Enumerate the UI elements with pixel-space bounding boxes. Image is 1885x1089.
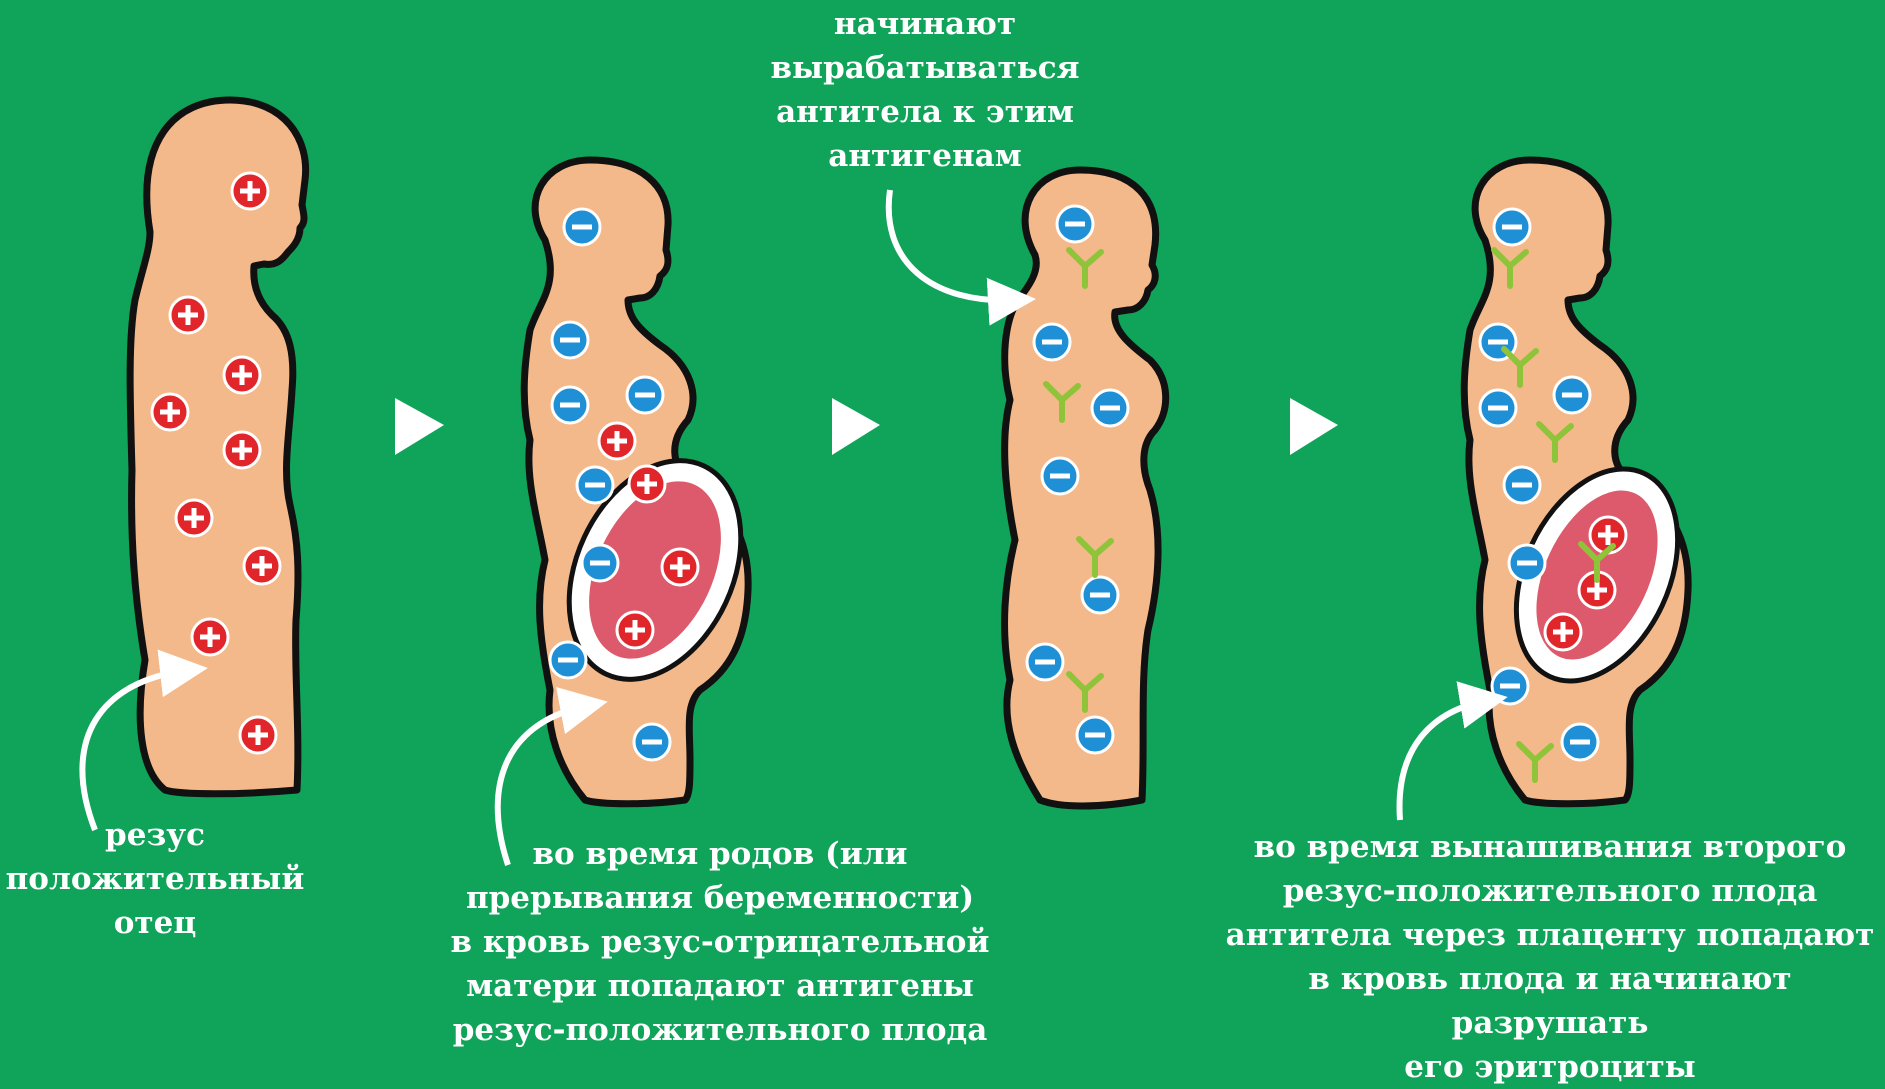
minus-antigen-icon — [1057, 206, 1093, 242]
father-figure — [130, 100, 306, 794]
step-arrow-2 — [832, 398, 880, 455]
mother-second-pregnancy-figure — [1464, 160, 1709, 804]
minus-antigen-icon — [627, 377, 663, 413]
minus-antigen-icon — [1082, 577, 1118, 613]
plus-antigen-icon — [662, 549, 698, 585]
mother-antibodies-figure — [1005, 170, 1166, 806]
plus-antigen-icon — [192, 619, 228, 655]
minus-antigen-icon — [1509, 545, 1545, 581]
minus-antigen-icon — [1092, 390, 1128, 426]
minus-antigen-icon — [552, 322, 588, 358]
minus-antigen-icon — [1492, 668, 1528, 704]
minus-antigen-icon — [577, 467, 613, 503]
minus-antigen-icon — [550, 642, 586, 678]
pointer-arrow-second — [1400, 700, 1490, 820]
plus-antigen-icon — [176, 500, 212, 536]
minus-antigen-icon — [1494, 209, 1530, 245]
plus-antigen-icon — [224, 357, 260, 393]
pointer-arrow-antibodies — [889, 190, 1018, 300]
minus-antigen-icon — [1554, 377, 1590, 413]
minus-antigen-icon — [1480, 390, 1516, 426]
caption-second-pregnancy: во время вынашивания второго резус-полож… — [1220, 825, 1880, 1089]
minus-antigen-icon — [582, 545, 618, 581]
caption-father: резус положительный отец — [0, 813, 310, 945]
plus-antigen-icon — [629, 466, 665, 502]
father-silhouette — [130, 100, 306, 794]
plus-antigen-icon — [599, 423, 635, 459]
caption-antibodies: начинают вырабатываться антитела к этим … — [740, 2, 1110, 178]
minus-antigen-icon — [1034, 324, 1070, 360]
plus-antigen-icon — [244, 548, 280, 584]
caption-birth: во время родов (или прерывания беременно… — [425, 832, 1015, 1052]
minus-antigen-icon — [1077, 717, 1113, 753]
mother-first-pregnancy-figure — [524, 160, 774, 804]
plus-antigen-icon — [1545, 614, 1581, 650]
step-arrow-3 — [1290, 398, 1338, 455]
plus-antigen-icon — [617, 612, 653, 648]
minus-antigen-icon — [1042, 458, 1078, 494]
minus-antigen-icon — [1027, 644, 1063, 680]
plus-antigen-icon — [152, 394, 188, 430]
minus-antigen-icon — [552, 387, 588, 423]
minus-antigen-icon — [634, 724, 670, 760]
plus-antigen-icon — [170, 297, 206, 333]
minus-antigen-icon — [1562, 724, 1598, 760]
plus-antigen-icon — [232, 173, 268, 209]
plus-antigen-icon — [240, 717, 276, 753]
plus-antigen-icon — [224, 432, 260, 468]
step-arrow-1 — [395, 398, 444, 455]
minus-antigen-icon — [564, 209, 600, 245]
minus-antigen-icon — [1504, 467, 1540, 503]
